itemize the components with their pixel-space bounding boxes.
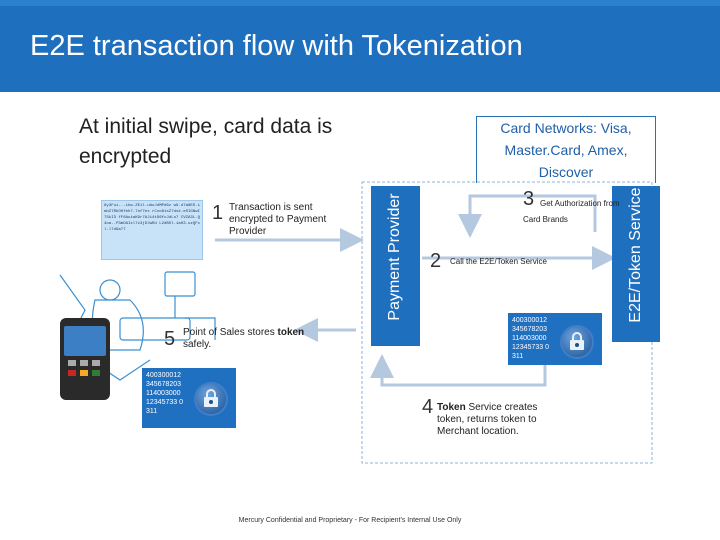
step-4-bold: Token xyxy=(437,402,466,413)
step-4-text: Token Service creates token, returns tok… xyxy=(437,402,567,438)
footer-confidential: Mercury Confidential and Proprietary - F… xyxy=(0,517,700,524)
step-1-text: Transaction is sent encrypted to Payment… xyxy=(229,202,344,238)
lock-icon xyxy=(560,325,594,359)
step-5-text-a: Point of Sales stores xyxy=(183,327,278,338)
token-digits: 400300012 345678203 114003000 12345733 0… xyxy=(512,316,560,361)
step-5-text: Point of Sales stores token safely. xyxy=(183,327,313,351)
pos-terminal-illustration xyxy=(60,318,110,400)
step-2-text: Call the E2E/Token Service xyxy=(450,256,590,268)
lock-icon xyxy=(194,382,228,416)
payment-provider-label: Payment Provider xyxy=(386,177,404,337)
step-5-number: 5 xyxy=(164,328,175,351)
token-card-pos: 400300012 345678203 114003000 12345733 0… xyxy=(142,368,236,428)
payment-provider-box: Payment Provider xyxy=(371,186,420,346)
step-4-number: 4 xyxy=(422,396,433,419)
step-5-bold: token xyxy=(278,327,305,338)
step-5-text-b: safely. xyxy=(183,339,211,350)
token-card-service: 400300012 345678203 114003000 12345733 0… xyxy=(508,313,602,365)
token-service-label: E2E/Token Service xyxy=(627,177,645,333)
step-3-text: Get Authorization from Card Brands xyxy=(523,196,621,228)
step-2-number: 2 xyxy=(430,250,441,273)
encrypted-card-data: 8y3Fui...ihw.ZEil.uAuJdMPd6z w9.d7a8ED.i… xyxy=(101,200,203,260)
step-1-number: 1 xyxy=(212,202,223,225)
token-digits-pos: 400300012 345678203 114003000 12345733 0… xyxy=(146,371,194,416)
